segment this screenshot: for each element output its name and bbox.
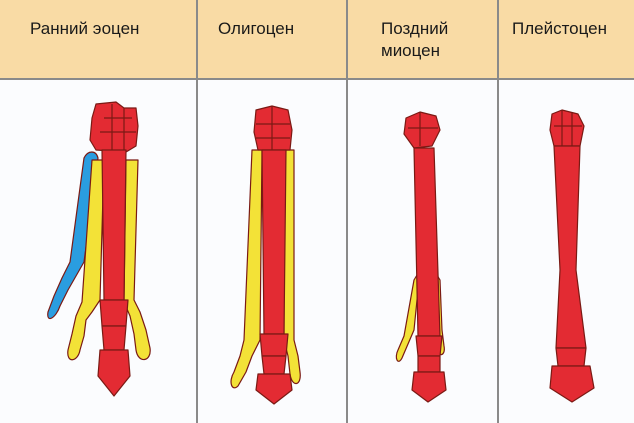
main-phalanx: [262, 356, 286, 374]
main-hoof: [550, 366, 594, 402]
side-digit: [231, 150, 262, 388]
limb-early-eocene: [48, 102, 150, 396]
limb-late-miocene: [396, 112, 446, 402]
limb-oligocene: [231, 106, 300, 404]
main-hoof: [98, 350, 130, 396]
main-phalanx: [102, 326, 126, 350]
main-hoof: [412, 372, 446, 402]
limb-pleistocene: [550, 110, 594, 402]
main-phalanx: [556, 348, 586, 366]
carpal-bones: [90, 102, 138, 152]
carpal-bones: [254, 106, 292, 150]
carpal-bones: [404, 112, 440, 148]
main-digit: [262, 150, 286, 334]
main-hoof: [256, 374, 292, 404]
main-phalanx: [260, 334, 288, 356]
carpal-bones: [550, 110, 584, 146]
main-phalanx: [418, 356, 440, 372]
main-phalanx: [416, 336, 442, 356]
side-digit: [124, 160, 150, 360]
main-digit: [102, 150, 126, 300]
main-digit: [554, 146, 586, 348]
main-phalanx: [100, 300, 128, 326]
main-digit: [414, 148, 440, 336]
